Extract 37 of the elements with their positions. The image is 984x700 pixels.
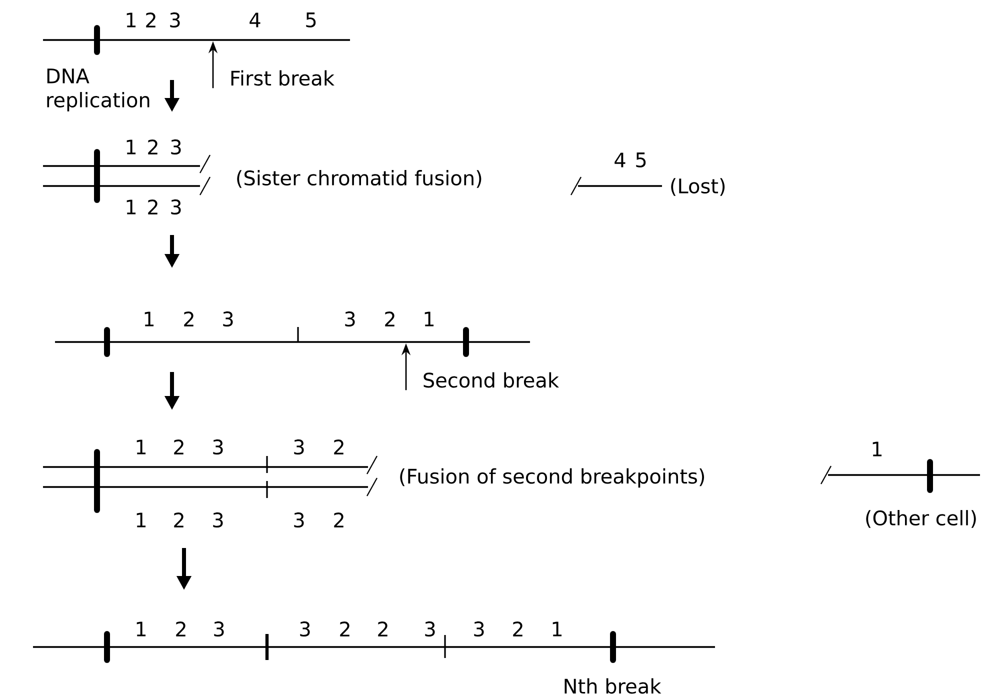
segment-number: 5 [636,152,646,168]
segment-number: 1 [126,200,136,214]
segment-number: 3 [425,621,435,637]
segment-number: 1 [136,622,146,636]
segment-number: 1 [872,442,882,456]
segment-number: 2 [176,622,186,636]
segment-number: 1 [552,622,562,636]
annotation-text: (Other cell) [866,510,976,528]
chromosome-drawing [55,327,530,357]
break-label: First break [231,70,334,86]
annotation-text: (Fusion of second breakpoints) [400,468,704,488]
segment-number: 4 [614,152,626,168]
segment-number: 3 [300,621,310,637]
segment-number: 3 [171,199,181,215]
segment-number: 3 [171,139,181,155]
segment-number: 2 [378,622,388,636]
segment-number: 1 [126,140,136,154]
segment-number: 1 [136,512,146,528]
segment-number: 3 [474,621,484,637]
segment-number: 2 [174,440,184,454]
segment-number: 2 [334,440,344,454]
segment-number: 3 [294,439,304,455]
segment-number: 2 [334,512,344,528]
annotation-text: (Lost) [671,178,725,196]
segment-number: 2 [340,622,350,636]
segment-number: 2 [148,140,158,154]
segment-number: 3 [294,512,304,528]
break-label: Second break [424,372,559,388]
segment-number: 3 [214,621,224,637]
segment-number: 2 [174,512,184,528]
annotation-text: Nth break [564,678,662,694]
segment-number: 1 [136,440,146,454]
segment-number: 3 [213,439,223,455]
segment-number: 3 [213,512,223,528]
segment-number: 2 [513,622,522,636]
segment-number: 2 [148,200,158,214]
annotation-text: (Sister chromatid fusion) [237,170,482,188]
